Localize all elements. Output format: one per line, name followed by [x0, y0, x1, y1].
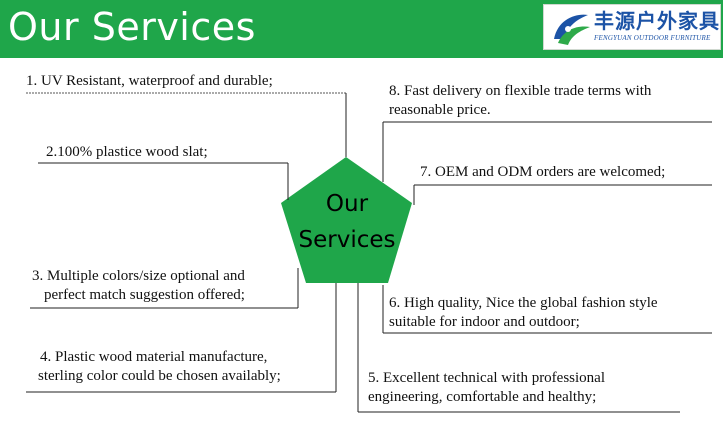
service-item-text: 1. UV Resistant, waterproof and durable;	[26, 73, 273, 89]
service-item-text: sterling color could be chosen availably…	[38, 368, 281, 384]
service-item-text: 7. OEM and ODM orders are welcomed;	[420, 164, 666, 180]
center-label-line1: Our	[325, 191, 369, 217]
service-item-2: 2.100% plastice wood slat;	[46, 143, 208, 162]
logo-english-name: FENGYUAN OUTDOOR FURNITURE	[594, 34, 711, 42]
service-item-3: 3. Multiple colors/size optional and per…	[32, 267, 245, 305]
service-item-text: 2.100% plastice wood slat;	[46, 144, 208, 160]
service-item-text: 3. Multiple colors/size optional and	[32, 268, 245, 284]
service-item-8: 8. Fast delivery on flexible trade terms…	[389, 82, 651, 120]
service-item-text: 6. High quality, Nice the global fashion…	[389, 295, 658, 311]
service-item-text: engineering, comfortable and healthy;	[368, 389, 597, 405]
service-item-text: suitable for indoor and outdoor;	[389, 314, 580, 330]
service-item-text: 5. Excellent technical with professional	[368, 370, 606, 386]
leaf-logo-icon	[554, 14, 590, 45]
center-label-line2: Services	[298, 227, 396, 253]
service-item-text: 4. Plastic wood material manufacture,	[40, 349, 268, 365]
header-banner: Our Services 丰源户外家具 FENGYUAN OUTDOOR FUR…	[0, 0, 723, 58]
center-label: Our Services	[282, 186, 412, 258]
service-item-text: 8. Fast delivery on flexible trade terms…	[389, 83, 652, 99]
service-item-5: 5. Excellent technical with professional…	[368, 369, 605, 407]
service-item-1: 1. UV Resistant, waterproof and durable;	[26, 72, 273, 91]
service-item-7: 7. OEM and ODM orders are welcomed;	[420, 163, 665, 182]
service-item-text: perfect match suggestion offered;	[44, 287, 245, 303]
page-title: Our Services	[8, 5, 256, 49]
service-item-text: reasonable price.	[389, 102, 491, 118]
center-pentagon	[281, 157, 412, 283]
service-item-6: 6. High quality, Nice the global fashion…	[389, 294, 658, 332]
company-logo: 丰源户外家具 FENGYUAN OUTDOOR FURNITURE	[543, 4, 721, 50]
logo-chinese-name: 丰源户外家具	[594, 9, 720, 33]
service-item-4: 4. Plastic wood material manufacture, st…	[38, 348, 281, 386]
